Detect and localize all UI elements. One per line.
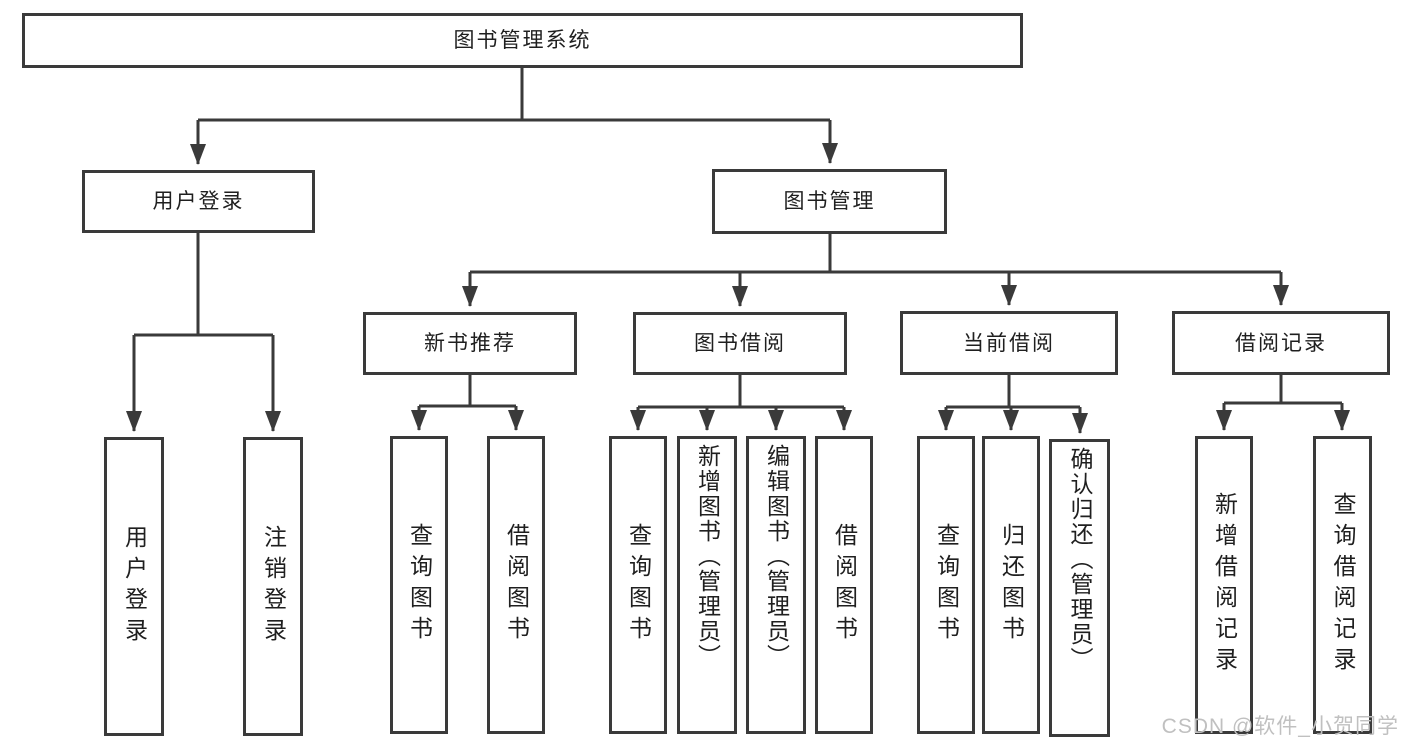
leaf-bb-query-books: 查询图书 [609, 436, 667, 734]
connector-book-management-trunk [470, 234, 1281, 274]
leaf-nbr-borrow-books: 借阅图书 [487, 436, 545, 734]
leaf-nbr-borrow-books-label: 借阅图书 [503, 523, 530, 647]
node-current-borrowing: 当前借阅 [900, 311, 1118, 375]
node-new-book-recommendation: 新书推荐 [363, 312, 577, 375]
leaf-cb-return-books: 归还图书 [982, 436, 1040, 734]
leaf-br-add-record-label: 新增借阅记录 [1211, 492, 1238, 678]
connector-cb-trunk [946, 375, 1080, 409]
leaf-cb-query-books: 查询图书 [917, 436, 975, 734]
leaf-user-login-label: 用户登录 [121, 524, 148, 649]
leaf-br-add-record: 新增借阅记录 [1195, 436, 1253, 734]
node-book-management: 图书管理 [712, 169, 947, 234]
csdn-watermark: CSDN @软件_小贺同学 [1161, 715, 1399, 738]
connector-bb-trunk [638, 375, 844, 409]
connector-user-login-trunk [134, 233, 273, 337]
leaf-nbr-query-books-label: 查询图书 [406, 523, 433, 647]
leaf-bb-add-books-admin-label: 新增图书（管理员） [694, 444, 721, 669]
leaf-bb-add-books-admin: 新增图书（管理员） [677, 436, 737, 734]
node-library-management-system: 图书管理系统 [22, 13, 1023, 68]
leaf-nbr-query-books: 查询图书 [390, 436, 448, 734]
node-book-borrowing: 图书借阅 [633, 312, 847, 375]
node-borrowing-records: 借阅记录 [1172, 311, 1390, 375]
connector-br-trunk [1224, 375, 1342, 405]
connector-root-trunk [198, 68, 830, 122]
leaf-bb-borrow-books: 借阅图书 [815, 436, 873, 734]
connector-nbr-trunk [419, 375, 516, 408]
leaf-br-query-record-label: 查询借阅记录 [1330, 492, 1356, 678]
leaf-bb-borrow-books-label: 借阅图书 [831, 523, 858, 647]
leaf-bb-edit-books-admin-label: 编辑图书（管理员） [763, 444, 790, 669]
leaf-cb-query-books-label: 查询图书 [933, 523, 960, 647]
leaf-cb-confirm-return-admin: 确认归还（管理员） [1049, 439, 1110, 737]
leaf-logout-label: 注销登录 [260, 524, 287, 649]
leaf-cb-confirm-return-admin-label: 确认归还（管理员） [1067, 447, 1093, 672]
leaf-bb-edit-books-admin: 编辑图书（管理员） [746, 436, 806, 734]
leaf-logout: 注销登录 [243, 437, 303, 736]
leaf-br-query-record: 查询借阅记录 [1313, 436, 1372, 734]
node-user-login: 用户登录 [82, 170, 315, 233]
leaf-cb-return-books-label: 归还图书 [998, 523, 1025, 647]
leaf-bb-query-books-label: 查询图书 [625, 523, 652, 647]
leaf-user-login: 用户登录 [104, 437, 164, 736]
